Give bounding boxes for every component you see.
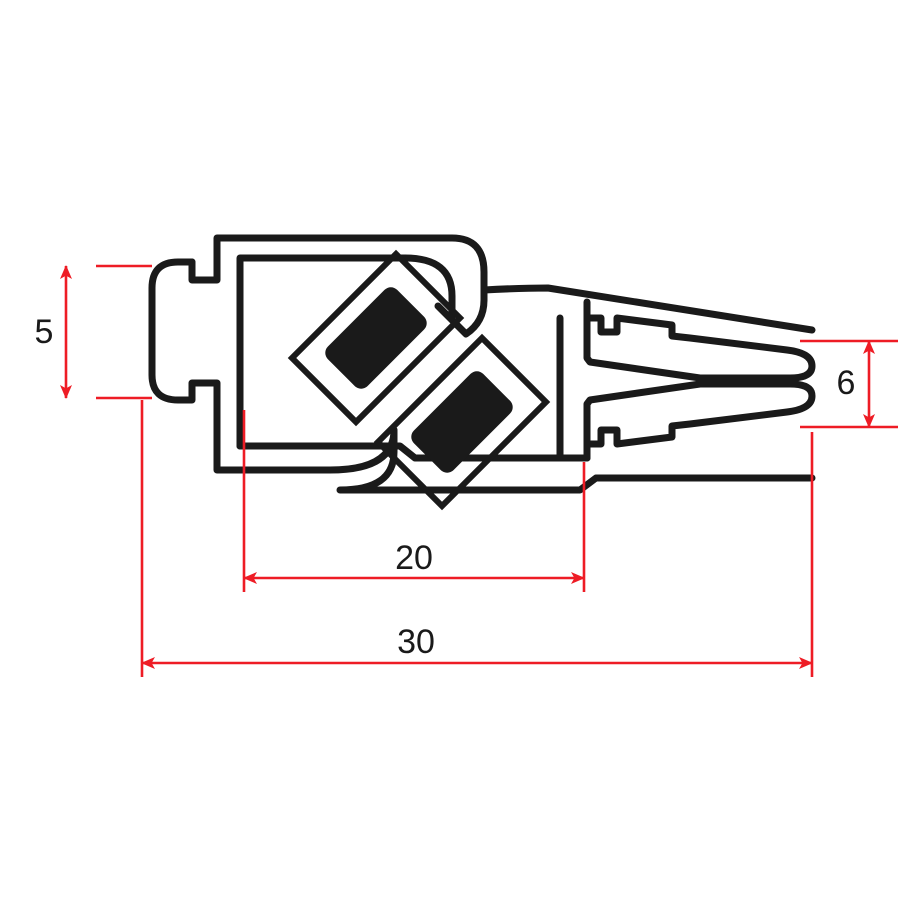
glass-gasket-lip <box>148 258 221 404</box>
jaw-upper-inner-edge <box>583 314 704 382</box>
magnet-lower-housing <box>373 333 551 511</box>
magnet-bars <box>325 287 513 473</box>
outer-top-skin <box>480 284 816 334</box>
dimension-height-6: 6 <box>800 339 898 429</box>
dimension-height-5: 5 <box>35 264 152 400</box>
profile-outer-upper <box>188 234 488 304</box>
inner-chamber-upper-wall <box>236 254 409 450</box>
dim-6-label: 6 <box>837 364 856 402</box>
dim-30-label: 30 <box>397 623 435 661</box>
magnet-upper <box>325 287 427 389</box>
inner-chamber-upper-corner <box>401 254 456 322</box>
inner-chamber-lower-wall <box>236 314 564 462</box>
upper-hook-return <box>434 296 488 338</box>
profile-geometry <box>148 234 816 511</box>
jaw-lower-inner-edge <box>583 380 704 448</box>
magnet-upper-housing <box>287 249 465 427</box>
jaw-upper <box>583 298 816 382</box>
dimension-width-30: 30 <box>140 400 814 677</box>
magnet-lower <box>411 371 513 473</box>
dim-5-label: 5 <box>35 313 54 351</box>
jaw-lower <box>583 380 816 462</box>
dimension-width-20: 20 <box>242 410 586 592</box>
outer-bottom-skin <box>456 474 816 494</box>
dim-20-label: 20 <box>395 539 433 577</box>
